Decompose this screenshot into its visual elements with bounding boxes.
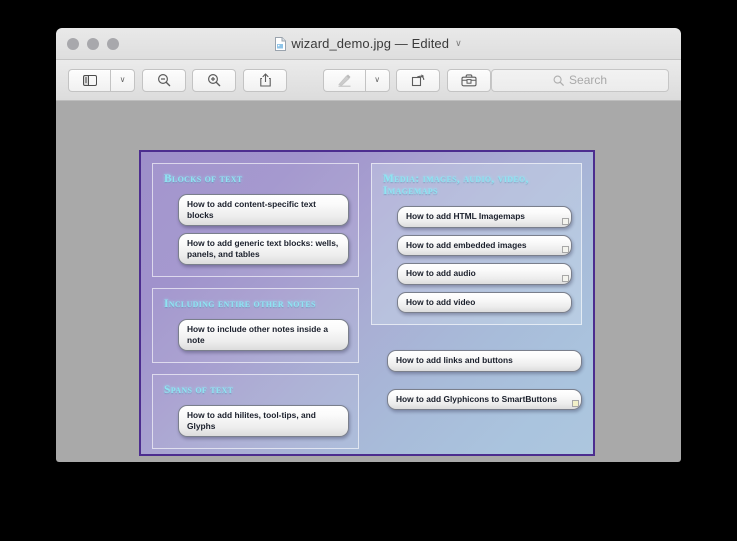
panel-title: Spans of text (164, 384, 234, 396)
preview-window: wizard_demo.jpg — Edited ∨ ∨ (56, 28, 681, 462)
smart-button[interactable]: How to add generic text blocks: wells, p… (178, 233, 349, 265)
window-titlebar[interactable]: wizard_demo.jpg — Edited ∨ (56, 28, 681, 60)
search-icon (553, 75, 564, 86)
markup-group[interactable]: ∨ (322, 68, 390, 92)
window-toolbar: ∨ (56, 60, 681, 101)
panel-title: Blocks of text (164, 173, 243, 185)
smart-button[interactable]: How to add embedded images (397, 234, 572, 256)
search-field[interactable]: Search (491, 68, 670, 92)
left-column: Blocks of text How to add content-specif… (152, 163, 359, 449)
panel-media: Media: images, audio, video, Imagemaps H… (371, 163, 582, 325)
smart-button[interactable]: How to add Glyphicons to SmartButtons (387, 388, 582, 410)
search-placeholder: Search (569, 73, 608, 87)
minimize-button[interactable] (87, 38, 99, 50)
sidebar-options-chevron[interactable]: ∨ (110, 68, 135, 92)
document-icon (275, 36, 287, 51)
panel-spans-of-text: Spans of text How to add hilites, tool-t… (152, 374, 359, 449)
window-title-group: wizard_demo.jpg — Edited ∨ (56, 28, 681, 59)
document-area: Blocks of text How to add content-specif… (56, 101, 681, 462)
panel-blocks-of-text: Blocks of text How to add content-specif… (152, 163, 359, 277)
panel-buttons: How to include other notes inside a note (162, 319, 349, 351)
close-button[interactable] (67, 38, 79, 50)
toolbox-icon (461, 73, 477, 86)
panel-including-entire-other-notes: Including entire other notes How to incl… (152, 288, 359, 363)
smart-button[interactable]: How to add HTML Imagemaps (397, 206, 572, 228)
panel-buttons: How to add hilites, tool-tips, and Glyph… (162, 405, 349, 437)
panel-buttons: How to add HTML Imagemaps How to add emb… (381, 206, 572, 313)
zoom-in-button[interactable] (192, 68, 237, 92)
smart-button[interactable]: How to add links and buttons (387, 350, 582, 372)
smart-button[interactable]: How to add audio (397, 263, 572, 285)
rotate-left-icon (411, 74, 425, 87)
zoom-in-icon (208, 73, 221, 87)
wizard-columns: Blocks of text How to add content-specif… (141, 152, 593, 454)
zoom-out-icon (157, 73, 170, 87)
right-column: Media: images, audio, video, Imagemaps H… (371, 163, 582, 444)
smart-button[interactable]: How to add content-specific text blocks (178, 194, 349, 226)
sidebar-toggle-button[interactable] (68, 68, 110, 92)
window-title: wizard_demo.jpg — Edited (291, 36, 450, 51)
panel-title: Including entire other notes (164, 298, 316, 310)
smart-button[interactable]: How to add video (397, 291, 572, 313)
zoom-button[interactable] (107, 38, 119, 50)
smart-button[interactable]: How to include other notes inside a note (178, 319, 349, 351)
share-button[interactable] (243, 68, 288, 92)
markup-pen-icon (338, 74, 351, 87)
image-canvas: Blocks of text How to add content-specif… (139, 150, 595, 456)
share-icon (259, 73, 271, 87)
smart-button[interactable]: How to add hilites, tool-tips, and Glyph… (178, 405, 349, 437)
markup-toolbox-button[interactable] (447, 68, 492, 92)
sidebar-toggle-group[interactable]: ∨ (68, 68, 135, 92)
loose-buttons: How to add links and buttons How to add … (371, 350, 582, 410)
markup-options-chevron[interactable]: ∨ (364, 68, 390, 92)
panel-title: Media: images, audio, video, Imagemaps (383, 173, 529, 197)
traffic-lights (67, 38, 119, 50)
panel-buttons: How to add content-specific text blocks … (162, 194, 349, 265)
zoom-out-button[interactable] (141, 68, 186, 92)
chevron-down-icon: ∨ (374, 75, 381, 84)
rotate-button[interactable] (396, 68, 441, 92)
chevron-down-icon: ∨ (119, 75, 126, 84)
sidebar-icon (83, 74, 97, 86)
title-chevron-down-icon[interactable]: ∨ (455, 38, 462, 48)
markup-pen-button[interactable] (322, 68, 365, 92)
